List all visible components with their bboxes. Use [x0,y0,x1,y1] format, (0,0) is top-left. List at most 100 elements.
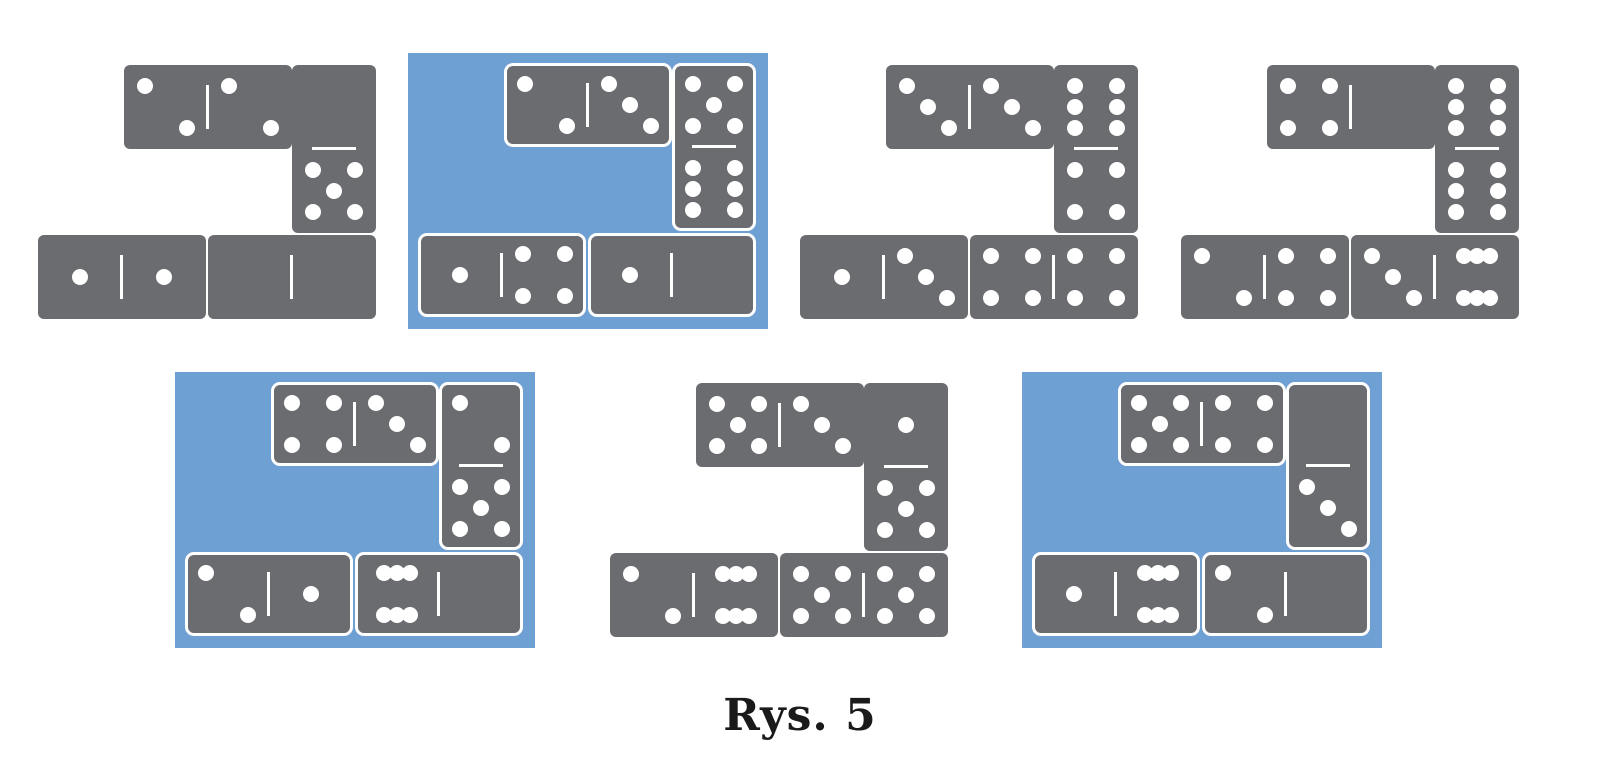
domino-half [1435,149,1519,233]
domino-half [696,383,780,467]
pip [376,565,392,581]
pip [1257,395,1273,411]
domino-vertical [672,63,756,231]
domino-half [292,149,376,233]
pip [1109,99,1125,115]
domino-divider [206,85,209,129]
pip [1173,395,1189,411]
pip [622,267,638,283]
domino-group [1181,65,1519,319]
pip [376,607,392,623]
domino-half [610,553,694,637]
pip [557,288,573,304]
domino-divider [290,255,293,299]
domino-divider [1074,147,1118,150]
domino-half [292,65,376,149]
pip [515,246,531,262]
pip [685,160,701,176]
pip [1236,290,1252,306]
pip [1490,204,1506,220]
pip [326,437,342,453]
domino-divider [437,572,440,616]
pip [741,608,757,624]
domino-half [1351,65,1435,149]
domino-group [610,383,948,637]
domino-half [694,553,778,637]
domino-divider [312,147,356,150]
pip [1150,565,1166,581]
pip [179,120,195,136]
domino-half [38,235,122,319]
pip [1194,248,1210,264]
pip [877,480,893,496]
pip [368,395,384,411]
domino-half [588,63,672,147]
pip [1320,290,1336,306]
pip [389,416,405,432]
domino-half [1286,552,1370,636]
pip [1469,290,1485,306]
pip [751,438,767,454]
domino-half [504,63,588,147]
domino-half [185,552,269,636]
pip [983,290,999,306]
domino-top [504,63,672,147]
domino-bottom-left [185,552,353,636]
domino-bottom-right [208,235,376,319]
pip [347,204,363,220]
domino-divider [267,572,270,616]
pip [918,269,934,285]
pip [983,248,999,264]
pip [727,118,743,134]
pip [1322,120,1338,136]
pip [1067,162,1083,178]
pip [919,566,935,582]
domino-divider [1349,85,1352,129]
pip [751,396,767,412]
pip [939,290,955,306]
pip [1490,78,1506,94]
pip [897,248,913,264]
pip [685,181,701,197]
domino-half [355,552,439,636]
pip [137,78,153,94]
pip [1067,120,1083,136]
domino-half [1202,552,1286,636]
pip [1109,120,1125,136]
domino-half [122,235,206,319]
pip [941,120,957,136]
domino-half [1202,382,1286,466]
domino-divider [353,402,356,446]
pip [1163,565,1179,581]
pip [1490,99,1506,115]
pip [1004,99,1020,115]
domino-divider [862,573,865,617]
pip [305,162,321,178]
domino-group [800,65,1138,319]
domino-half [439,552,523,636]
pip [1482,248,1498,264]
pip [263,120,279,136]
domino-half [418,233,502,317]
pip [1257,607,1273,623]
pip [685,76,701,92]
pip [1448,162,1464,178]
pip [877,566,893,582]
pip [303,586,319,602]
pip [452,267,468,283]
domino-half [970,235,1054,319]
domino-vertical [439,382,523,550]
pip [793,566,809,582]
pip [1320,248,1336,264]
domino-half [439,382,523,466]
pip [920,99,936,115]
domino-divider [1284,572,1287,616]
pip [1215,565,1231,581]
pip [494,479,510,495]
domino-divider [500,253,503,297]
pip [557,246,573,262]
domino-divider [884,465,928,468]
pip [793,396,809,412]
pip [1257,437,1273,453]
pip [919,608,935,624]
